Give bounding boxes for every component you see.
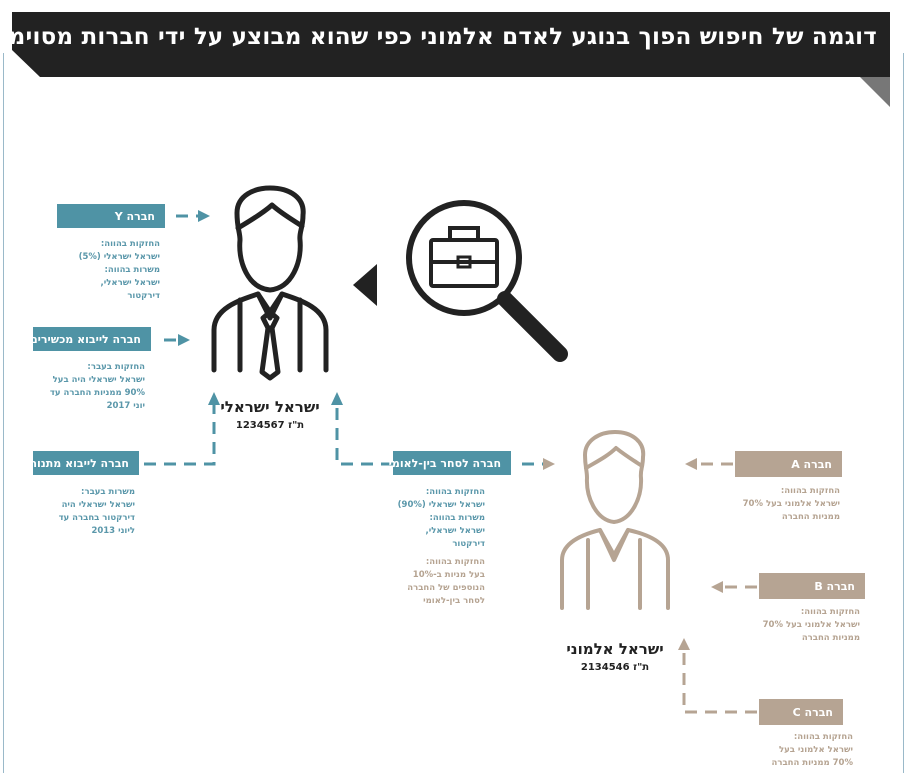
person-other-name: ישראל אלמוני [566,640,664,658]
teal-connectors [144,214,544,466]
person-other-icon [560,430,670,610]
corner-fold [860,77,890,107]
page-title: דוגמה של חיפוש הפוך בנוגע לאדם אלמוני כפ… [0,24,877,50]
company-b-box: חברה B [759,573,865,599]
person-other-id: ת"ז 2134546 [580,662,650,673]
company-y-box: חברה Y [57,204,165,228]
company-intl-trade-notes-2: החזקות בהווה:בעל מניות ב-10%הנוספים של ה… [407,557,485,606]
company-intl-trade-notes: החזקות בהווה:ישראל ישראלי (90%)משרות בהו… [397,487,485,549]
magnifier-briefcase-icon [406,200,568,362]
tan-arrowheads [678,458,723,650]
company-y-notes: החזקות בהווה:ישראל ישראלי (5%)משרות בהוו… [78,239,160,301]
company-import-tech-box: חברה לייבוא מכשירים [30,327,151,351]
diagram-frame [3,53,904,773]
person-main-icon [211,185,329,381]
company-import-gifts-box: חברה לייבוא מתנות [30,451,139,475]
company-b-notes: החזקות בהווה:ישראל אלמוני בעל 70%ממניות … [762,607,860,643]
company-c-box: חברה C [759,699,843,725]
teal-arrowheads [178,210,343,405]
person-main-id: ת"ז 1234567 [235,420,305,431]
person-main-name: ישראל ישראלי [220,398,320,416]
title-banner [12,12,890,77]
tan-connectors [682,462,757,714]
company-a-box: חברה A [735,451,842,477]
pointer-triangle-icon [353,264,377,306]
company-intl-trade-box: חברה לסחר בין-לאומי [389,451,511,475]
company-a-notes: החזקות בהווה:ישראל אלמוני בעל 70%ממניות … [742,486,840,522]
